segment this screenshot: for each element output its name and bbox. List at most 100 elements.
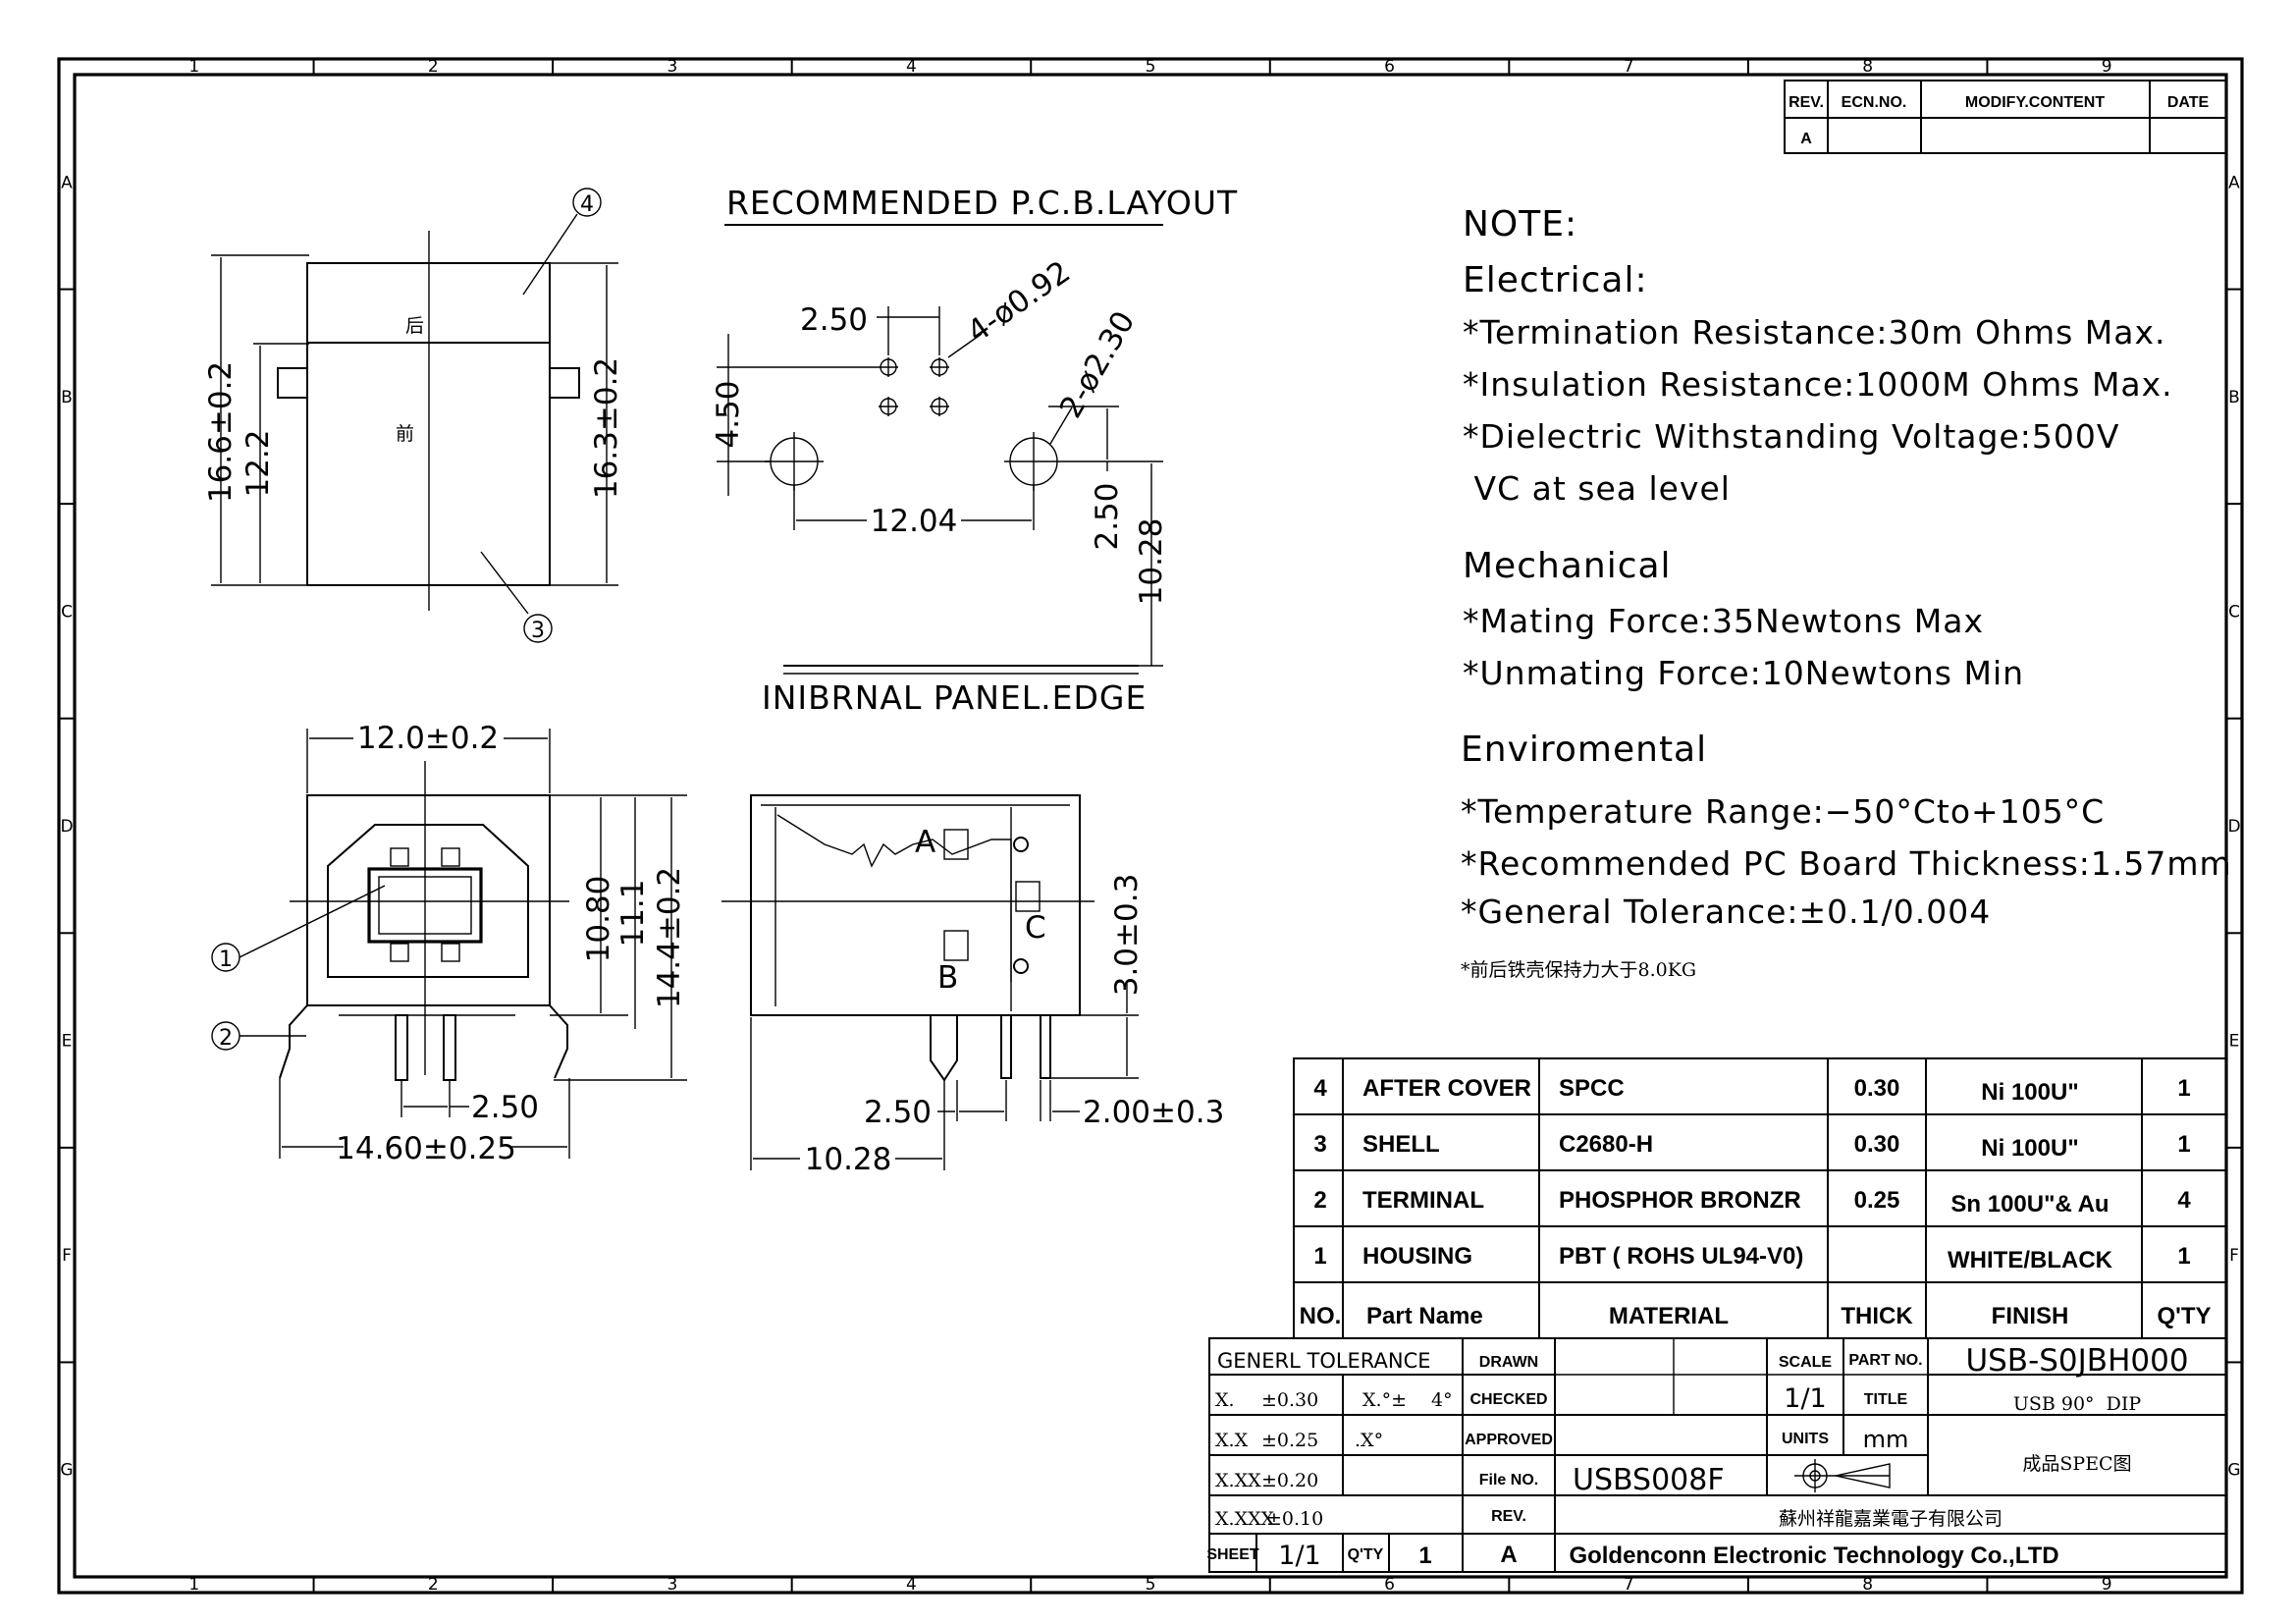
bom-material: PBT ( ROHS UL94-V0) <box>1559 1243 1803 1270</box>
row-label-left: B <box>61 388 73 407</box>
pcb-big-holes <box>765 432 1063 491</box>
tol-label-2: X.X <box>1215 1430 1249 1451</box>
row-label-left: C <box>61 602 73 622</box>
bom-material: C2680-H <box>1559 1131 1653 1158</box>
column-label-bottom: 6 <box>1384 1575 1395 1595</box>
back-label: 后 <box>405 315 424 337</box>
side-label-c: C <box>1025 910 1046 946</box>
svg-text:2: 2 <box>219 1026 233 1051</box>
scale-label: SCALE <box>1779 1354 1833 1371</box>
pcb-dim-12-04: 12.04 <box>871 504 958 539</box>
dim-16-3: 16.3±0.2 <box>589 357 624 499</box>
column-label-bottom: 9 <box>2102 1575 2112 1595</box>
drawn-label: DRAWN <box>1479 1354 1538 1371</box>
side-dim-3-0: 3.0±0.3 <box>1109 874 1145 997</box>
bom-qty: 4 <box>2177 1187 2191 1214</box>
scale-value: 1/1 <box>1784 1383 1826 1414</box>
front-dim-12-0: 12.0±0.2 <box>357 721 499 756</box>
bom-part-name: AFTER COVER <box>1362 1075 1531 1102</box>
row-label-left: E <box>62 1032 73 1052</box>
callout-3 <box>523 614 553 643</box>
bom-header-finish: FINISH <box>1992 1303 2069 1329</box>
column-label-top: 7 <box>1624 57 1634 77</box>
note-mechanical-2: *Unmating Force:10Newtons Min <box>1463 654 2024 692</box>
column-label-bottom: 8 <box>1862 1575 1873 1595</box>
bom-thick: 0.25 <box>1854 1187 1900 1214</box>
title-label: TITLE <box>1864 1391 1908 1408</box>
front-label: 前 <box>396 423 414 445</box>
column-label-bottom: 5 <box>1146 1575 1156 1595</box>
pcb-dim-small-hole: 4-ø0.92 <box>961 254 1077 351</box>
row-label-left: D <box>60 817 73 837</box>
column-label-top: 3 <box>667 57 677 77</box>
dim-12-2: 12.2 <box>240 429 276 497</box>
rev-header: REV. <box>1789 94 1824 111</box>
note-electrical-2: *Insulation Resistance:1000M Ohms Max. <box>1463 365 2173 404</box>
bom-part-name: HOUSING <box>1362 1243 1472 1270</box>
row-label-right: C <box>2228 602 2240 622</box>
bom-header-thick: THICK <box>1841 1303 1913 1329</box>
svg-text:4: 4 <box>580 192 594 217</box>
bom-no: 4 <box>1313 1075 1327 1102</box>
spec-label: 成品SPEC图 <box>2022 1453 2131 1475</box>
bom-no: 1 <box>1313 1243 1326 1270</box>
side-dim-10-28: 10.28 <box>805 1142 892 1177</box>
bom-thick: 0.30 <box>1854 1075 1900 1102</box>
row-label-right: B <box>2228 388 2240 407</box>
row-label-left: G <box>60 1461 73 1481</box>
row-label-right: G <box>2227 1461 2240 1481</box>
units-value: mm <box>1863 1426 1909 1453</box>
callout-4 <box>572 188 602 217</box>
panel-edge-label: INIBRNAL PANEL.EDGE <box>762 678 1147 717</box>
mechanical-heading: Mechanical <box>1463 546 1672 586</box>
front-view: 12.0±0.2 10.80 11.1 14.4±0.2 2.50 14.60±… <box>211 721 687 1166</box>
date-header: DATE <box>2167 94 2210 111</box>
notes: NOTE: Electrical: *Termination Resistanc… <box>1461 204 2232 981</box>
bom-finish: Ni 100U" <box>1981 1135 2078 1162</box>
sheet-value: 1/1 <box>1278 1541 1320 1571</box>
side-dim-2-00: 2.00±0.3 <box>1083 1095 1224 1130</box>
pcb-dim-2-50-side: 2.50 <box>1090 482 1125 550</box>
pcb-dim-4-50: 4.50 <box>711 380 746 448</box>
note-env-2: *Recommended PC Board Thickness:1.57mm <box>1461 844 2232 883</box>
column-label-bottom: 3 <box>667 1575 677 1595</box>
note-mechanical-1: *Mating Force:35Newtons Max <box>1463 602 1984 640</box>
angle-tol-label-2: .X° <box>1355 1430 1383 1451</box>
column-label-top: 8 <box>1862 57 1873 77</box>
bom-qty: 1 <box>2177 1131 2190 1158</box>
bom-no: 2 <box>1313 1187 1326 1214</box>
svg-text:3: 3 <box>531 619 545 643</box>
note-electrical-4: VC at sea level <box>1463 469 1731 508</box>
qty-value: 1 <box>1418 1543 1431 1569</box>
pcb-layout: RECOMMENDED P.C.B.LAYOUT 2.50 4-ø0.92 2-… <box>711 184 1237 717</box>
rev-value-block: A <box>1500 1542 1517 1568</box>
callout-1 <box>211 943 240 972</box>
front-dim-11-1: 11.1 <box>615 879 651 947</box>
rev-value: A <box>1800 131 1812 147</box>
column-label-top: 9 <box>2102 57 2112 77</box>
bom-no: 3 <box>1313 1131 1326 1158</box>
column-label-bottom: 4 <box>906 1575 917 1595</box>
pcb-dim-10-28: 10.28 <box>1134 518 1169 606</box>
company-cn: 蘇州祥龍嘉業電子有限公司 <box>1779 1508 2002 1530</box>
checked-label: CHECKED <box>1469 1391 1547 1408</box>
front-dim-10-80: 10.80 <box>581 876 616 963</box>
pcb-small-holes <box>879 357 949 416</box>
bom-header-material: MATERIAL <box>1609 1303 1729 1329</box>
row-label-right: F <box>2229 1246 2239 1266</box>
approved-label: APPROVED <box>1465 1432 1553 1448</box>
bom-part-name: SHELL <box>1362 1131 1440 1158</box>
front-dim-2-50: 2.50 <box>471 1090 539 1125</box>
note-env-3: *General Tolerance:±0.1/0.004 <box>1461 893 1991 931</box>
bom-qty: 1 <box>2177 1243 2190 1270</box>
row-label-left: F <box>62 1246 72 1266</box>
column-label-top: 2 <box>428 57 439 77</box>
bom-finish: Sn 100U"& Au <box>1950 1191 2109 1218</box>
row-label-right: D <box>2227 817 2240 837</box>
column-label-top: 6 <box>1384 57 1395 77</box>
angle-tol-value: 4° <box>1431 1389 1453 1411</box>
